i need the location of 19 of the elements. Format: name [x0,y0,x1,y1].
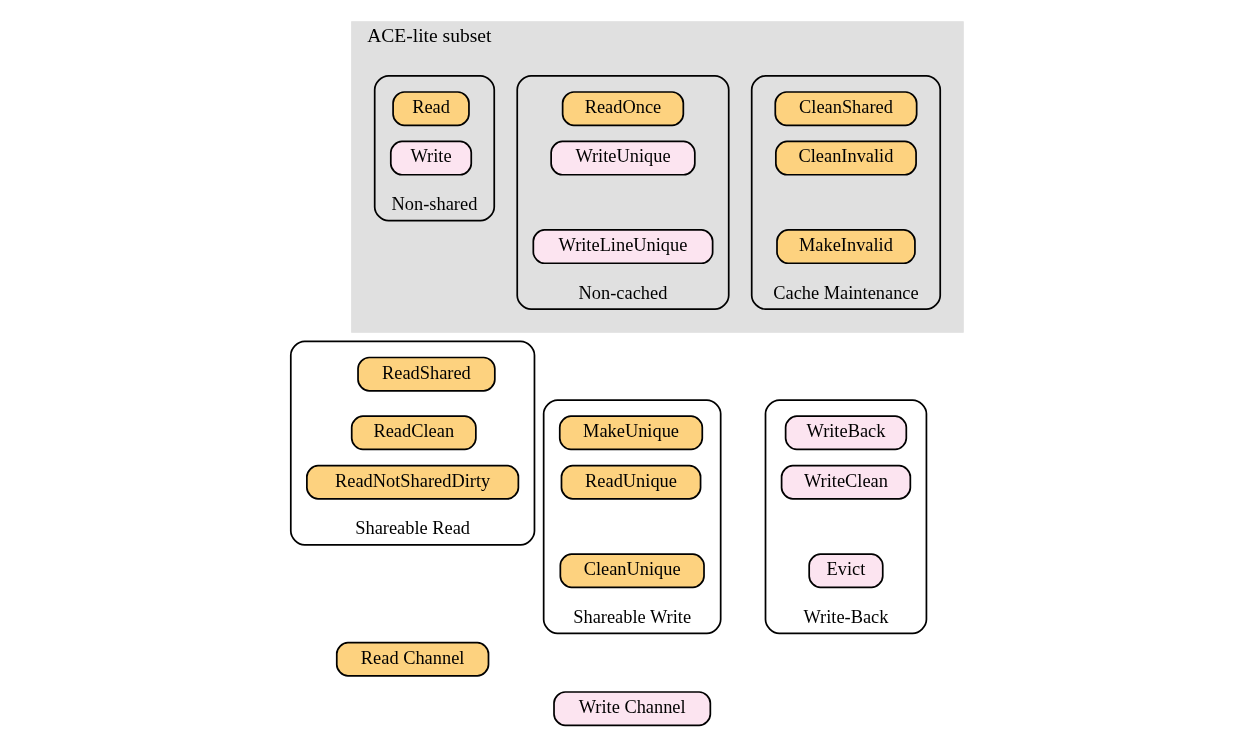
node-box: WriteUnique [550,140,696,176]
node-box: Read [392,91,470,127]
node-box: ReadUnique [560,464,702,500]
node-box: MakeInvalid [776,229,916,265]
node-box: CleanUnique [559,553,705,589]
node-box: MakeUnique [558,415,704,451]
node-box: CleanShared [774,91,918,127]
node-box: ReadNotSharedDirty [306,464,520,500]
node-box: CleanInvalid [775,140,917,176]
node-box: Write [389,140,473,176]
node-box: Evict [808,553,884,589]
node-box: WriteClean [780,464,912,500]
node-box: ReadOnce [561,91,685,127]
node-box: ReadShared [357,356,496,392]
node-box: WriteLineUnique [532,229,714,265]
node-box: Read Channel [335,641,490,677]
node-box: Write Channel [553,691,712,727]
node-box: WriteBack [784,415,908,451]
node-box: ReadClean [350,415,477,451]
